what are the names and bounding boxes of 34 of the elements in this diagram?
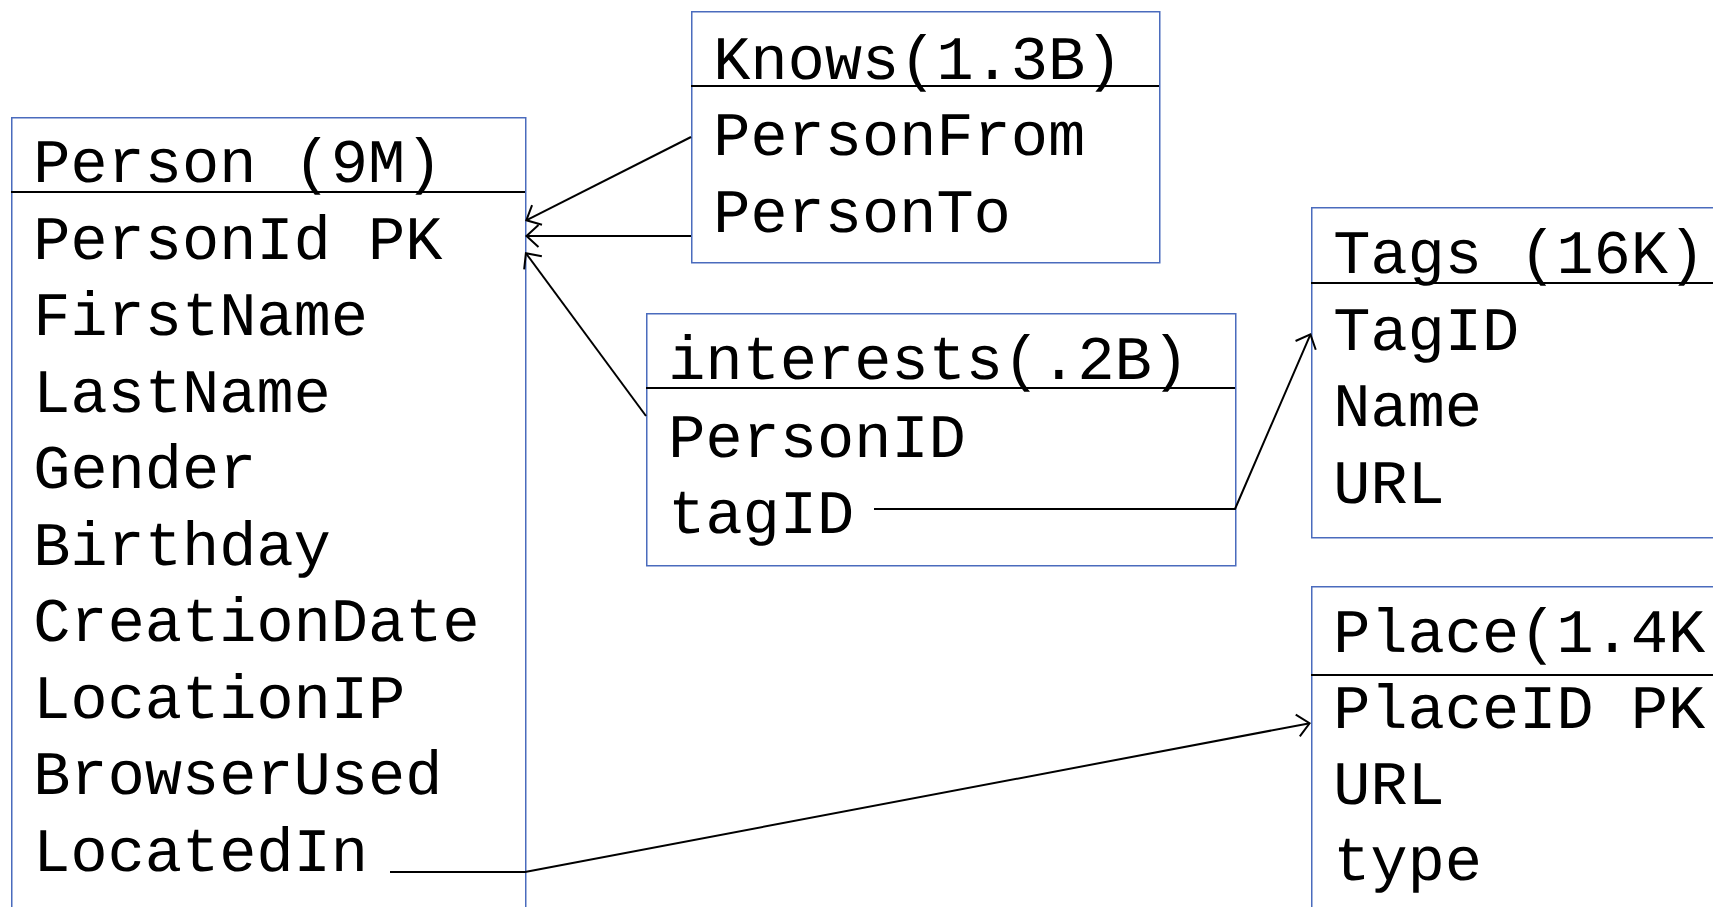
field-name: PersonFrom	[718, 114, 1083, 156]
table-title: Knows(1.3B)	[718, 34, 1112, 92]
arrow	[525, 136, 692, 226]
table-title: Person (9M)	[38, 137, 432, 195]
field-name: PersonId PK	[38, 214, 443, 260]
field-name: BrowserUsed	[38, 749, 437, 795]
field-name: URL	[1337, 763, 1441, 805]
arrow	[873, 333, 1317, 510]
arrow	[389, 713, 1311, 873]
field-name: Birthday	[38, 520, 329, 578]
table-box	[645, 313, 1237, 567]
field-name: LocationIP	[40, 673, 402, 719]
table-title: interests(.2B)	[672, 334, 1179, 392]
table-title: Place(1.4K	[1338, 607, 1706, 665]
table-box	[690, 11, 1161, 264]
field-name: Name	[1338, 385, 1478, 427]
field-name: Gender	[36, 443, 251, 489]
field-name: TagID	[1335, 309, 1517, 363]
field-name: FirstName	[39, 290, 364, 336]
field-name: LocatedIn	[40, 826, 363, 872]
arrow	[525, 224, 692, 248]
arrow	[523, 252, 647, 417]
field-name: tagID	[673, 491, 852, 546]
field-name: LastName	[40, 370, 327, 413]
table-box	[1310, 207, 1713, 539]
field-name: CreationDate	[36, 596, 476, 642]
field-name: PersonTo	[718, 191, 1007, 233]
field-name: type	[1338, 838, 1478, 893]
field-name: PersonID	[673, 416, 963, 458]
field-name: URL	[1337, 462, 1441, 504]
table-box	[1310, 586, 1713, 907]
table-box	[10, 117, 527, 907]
table-title: Tags (16K)	[1335, 228, 1695, 286]
field-name: PlaceID PK	[1338, 683, 1706, 729]
